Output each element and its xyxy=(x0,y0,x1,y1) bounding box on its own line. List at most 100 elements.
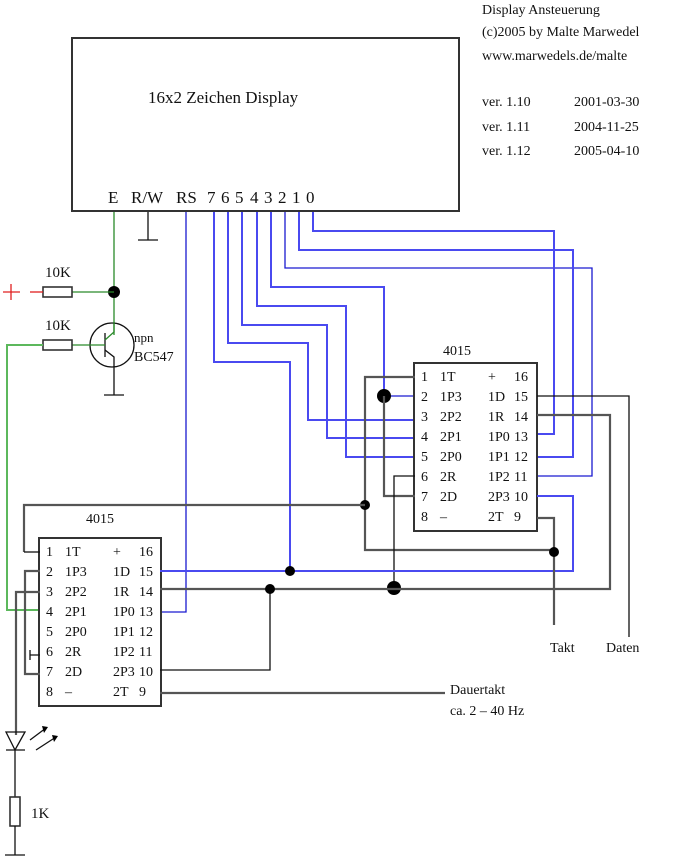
pin-number: 12 xyxy=(139,625,153,640)
resistor-label: 1K xyxy=(31,806,50,822)
wire-d5 xyxy=(241,212,415,439)
pin-label: 2R xyxy=(440,470,457,485)
pin-number: 1 xyxy=(421,370,428,385)
resistor-label: 10K xyxy=(45,265,71,281)
wire-d3 xyxy=(270,212,385,396)
pin-label-rw: R/W xyxy=(131,188,164,207)
wire-d4 xyxy=(256,212,415,458)
chip-body xyxy=(38,537,162,707)
pin-number: 7 xyxy=(421,490,428,505)
pin-label: 1P2 xyxy=(488,470,510,485)
transistor-collector xyxy=(104,322,115,341)
pin-number: 1 xyxy=(46,545,53,560)
pin-label-d3: 3 xyxy=(264,188,273,207)
data-label: Daten xyxy=(606,641,639,656)
interconnect: Takt Daten Dauertakt ca. 2 – 40 Hz xyxy=(14,375,639,735)
pin-number: 6 xyxy=(421,470,428,485)
pin-number: 9 xyxy=(514,510,521,525)
wire-d2 xyxy=(284,212,593,477)
pin-label: 1D xyxy=(113,565,130,580)
pin-number: 8 xyxy=(421,510,428,525)
pin-number: 5 xyxy=(46,625,53,640)
pin-label: 2P1 xyxy=(65,605,87,620)
resistor-label: 10K xyxy=(45,318,71,334)
clock-label: Takt xyxy=(550,641,575,656)
wire-serial xyxy=(160,495,574,572)
pin-label: 2P2 xyxy=(65,585,87,600)
pin-label: 1P0 xyxy=(488,430,510,445)
pin-label: 1P2 xyxy=(113,645,135,660)
pin-label: 2P3 xyxy=(488,490,510,505)
wire-d0 xyxy=(312,212,555,435)
pin-label: 1T xyxy=(440,370,456,385)
pin-label: 1P1 xyxy=(488,450,510,465)
pin-label-d6: 6 xyxy=(221,188,230,207)
light-emission-icon xyxy=(29,727,57,751)
pin-number: 14 xyxy=(514,410,528,425)
wire-takt xyxy=(537,516,556,625)
wire-clock-b xyxy=(22,503,365,552)
pin-label: 2T xyxy=(113,685,129,700)
pin-label-d0: 0 xyxy=(306,188,315,207)
version-date: 2001-03-30 xyxy=(574,95,639,110)
pin-label: – xyxy=(64,685,73,700)
pin-number: 5 xyxy=(421,450,428,465)
pin-number: 15 xyxy=(139,565,153,580)
pin-label-d1: 1 xyxy=(292,188,301,207)
display-title: 16x2 Zeichen Display xyxy=(148,88,299,107)
junction-dot xyxy=(549,547,559,557)
pin-number: 9 xyxy=(139,685,146,700)
header-website[interactable]: www.marwedels.de/malte xyxy=(482,49,627,64)
ground-icon xyxy=(104,349,124,396)
pin-number: 7 xyxy=(46,665,53,680)
version-label: ver. 1.12 xyxy=(482,144,531,159)
pin-label: 1R xyxy=(113,585,130,600)
resistor-icon xyxy=(9,796,21,827)
pin-label: 2P3 xyxy=(113,665,135,680)
pin-number: 3 xyxy=(421,410,428,425)
resistor-icon xyxy=(42,339,73,351)
ground-icon xyxy=(29,650,40,660)
transistor: 10K npn BC547 xyxy=(6,318,174,611)
transistor-model: BC547 xyxy=(134,350,174,365)
pin-label: 1R xyxy=(488,410,505,425)
version-label: ver. 1.10 xyxy=(482,95,531,110)
pin-number: 10 xyxy=(514,490,528,505)
pin-label-rs: RS xyxy=(176,188,197,207)
pin-label: + xyxy=(488,370,496,385)
pin-label: + xyxy=(113,545,121,560)
dauertakt-label: Dauertakt xyxy=(450,683,505,698)
pin-label: 1P0 xyxy=(113,605,135,620)
wire-reset xyxy=(160,413,612,591)
enable-circuit: 10K xyxy=(3,212,120,335)
pin-number: 11 xyxy=(514,470,527,485)
led-circuit: 1K xyxy=(4,726,58,856)
pin-number: 16 xyxy=(139,545,153,560)
header-block: Display Ansteuerung (c)2005 by Malte Mar… xyxy=(482,3,640,159)
wire-data xyxy=(537,395,630,637)
version-label: ver. 1.11 xyxy=(482,120,530,135)
pin-label: 2P0 xyxy=(65,625,87,640)
pin-number: 2 xyxy=(421,390,428,405)
arrow-heads xyxy=(42,726,58,742)
wire-2p3-b xyxy=(160,589,271,671)
wire-d7 xyxy=(213,212,291,570)
pin-label: 2P2 xyxy=(440,410,462,425)
pin-label: 2D xyxy=(440,490,457,505)
pin-label: 1P3 xyxy=(440,390,462,405)
pin-label: 1T xyxy=(65,545,81,560)
version-date: 2005-04-10 xyxy=(574,144,639,159)
wire-led xyxy=(14,590,40,735)
pin-label: 1D xyxy=(488,390,505,405)
chip-name: 4015 xyxy=(443,344,471,359)
junction-dot xyxy=(265,584,275,594)
dauertakt-frequency: ca. 2 – 40 Hz xyxy=(450,704,524,719)
pin-number: 13 xyxy=(514,430,528,445)
pin-number: 16 xyxy=(514,370,528,385)
display-outline xyxy=(71,37,460,212)
pin-label: 2T xyxy=(488,510,504,525)
pin-label: 2R xyxy=(65,645,82,660)
pin-number: 13 xyxy=(139,605,153,620)
pin-number: 11 xyxy=(139,645,152,660)
wire-d6 xyxy=(227,212,415,421)
